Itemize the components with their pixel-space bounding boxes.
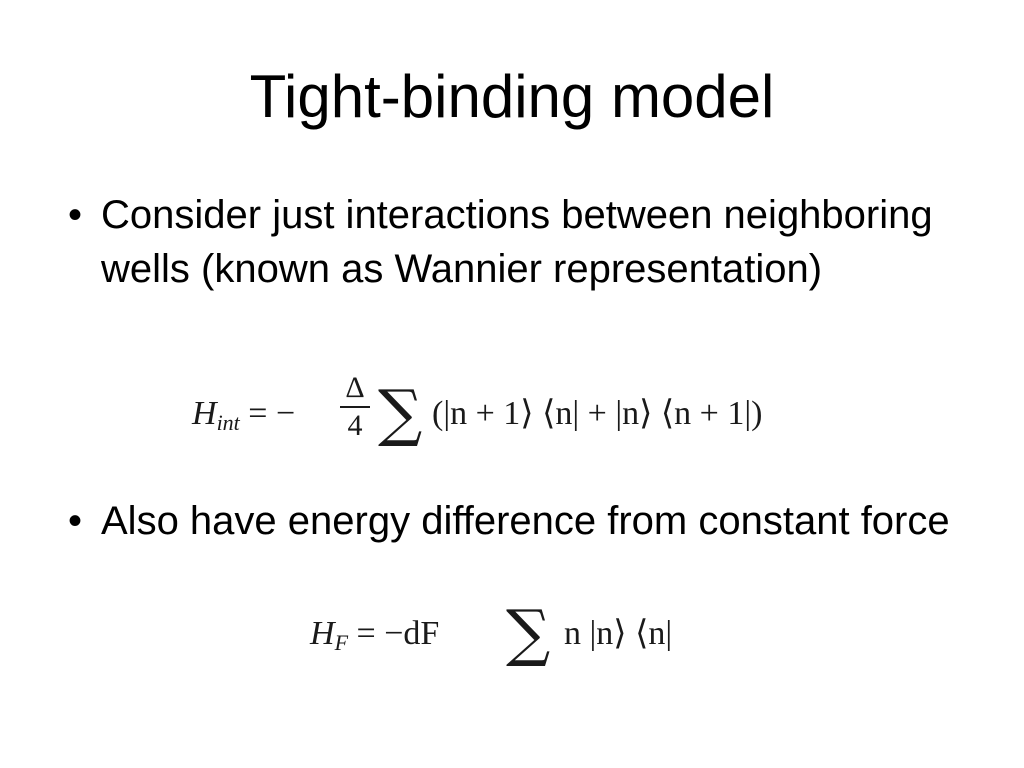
eq-equals: = − (248, 395, 296, 432)
eq-symbol: H (192, 395, 217, 432)
eq-fraction: Δ 4 (340, 372, 370, 442)
eq-equals: = −dF (356, 615, 440, 652)
eq-subscript: int (216, 410, 240, 435)
bullet-item: • Also have energy difference from const… (60, 494, 980, 548)
fraction-numerator: Δ (345, 371, 365, 404)
fraction-bar (340, 406, 370, 408)
bullet-marker: • (67, 499, 82, 543)
sum-symbol: ∑ (506, 596, 551, 669)
bullet-text: Also have energy difference from constan… (101, 499, 950, 543)
bullet-item: • Consider just interactions between nei… (60, 188, 980, 296)
hamiltonian-interaction-equation: Hint = − Δ 4 ∑ (|n + 1⟩ ⟨n| + |n⟩ ⟨n + 1… (192, 372, 832, 452)
bullet-marker: • (67, 193, 82, 237)
bullet-text: Consider just interactions between neigh… (101, 193, 933, 291)
eq-subscript: F (334, 630, 349, 655)
eq-symbol: H (310, 615, 335, 652)
slide-title: Tight-binding model (249, 63, 775, 130)
eq-rhs: n |n⟩ ⟨n| (564, 615, 673, 652)
fraction-denominator: 4 (347, 409, 363, 442)
sum-symbol: ∑ (378, 376, 423, 449)
eq-rhs: (|n + 1⟩ ⟨n| + |n⟩ ⟨n + 1|) (432, 395, 763, 432)
hamiltonian-force-equation: HF = −dF ∑ n |n⟩ ⟨n| (310, 602, 710, 672)
